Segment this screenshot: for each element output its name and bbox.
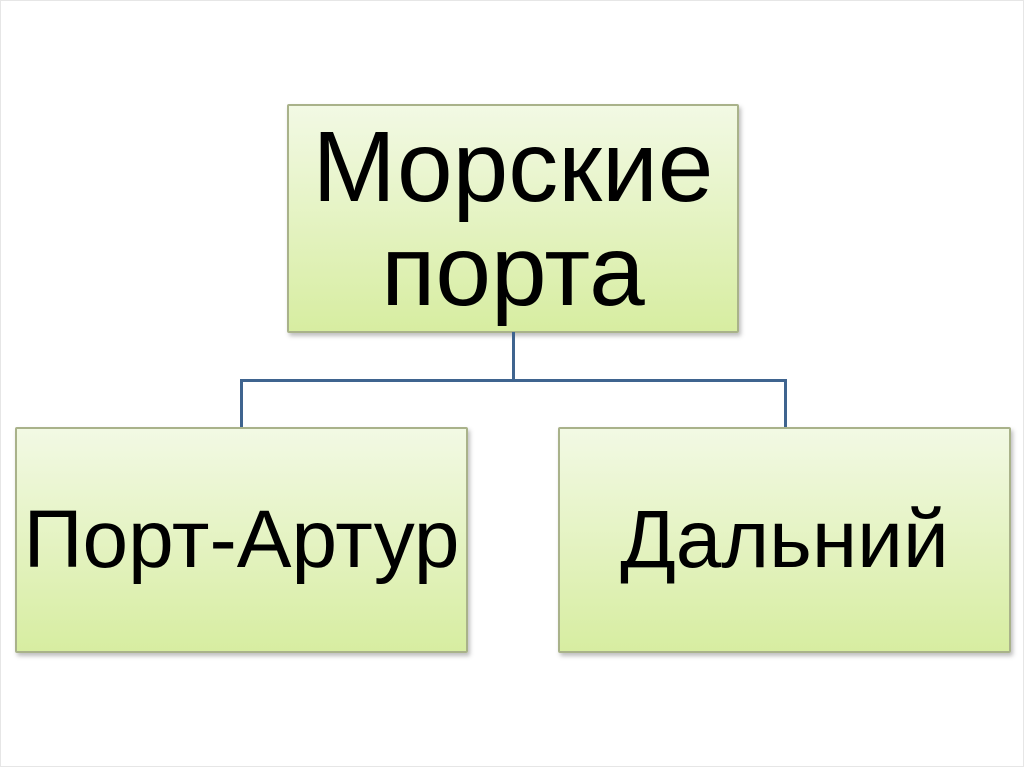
connector-root-stem [511,332,515,381]
diagram-node-dalny: Дальний [558,427,1011,653]
connector-drop-right [783,378,787,428]
diagram-node-dalny-label: Дальний [620,494,949,586]
connector-drop-left [240,378,243,428]
diagram-node-port-arthur-label: Порт-Артур [23,494,460,586]
connector-horizontal-rail [240,378,787,382]
diagram-node-port-arthur: Порт-Артур [15,427,468,653]
diagram-node-root-label: Морские порта [312,110,714,327]
diagram-node-root: Морские порта [287,104,739,333]
